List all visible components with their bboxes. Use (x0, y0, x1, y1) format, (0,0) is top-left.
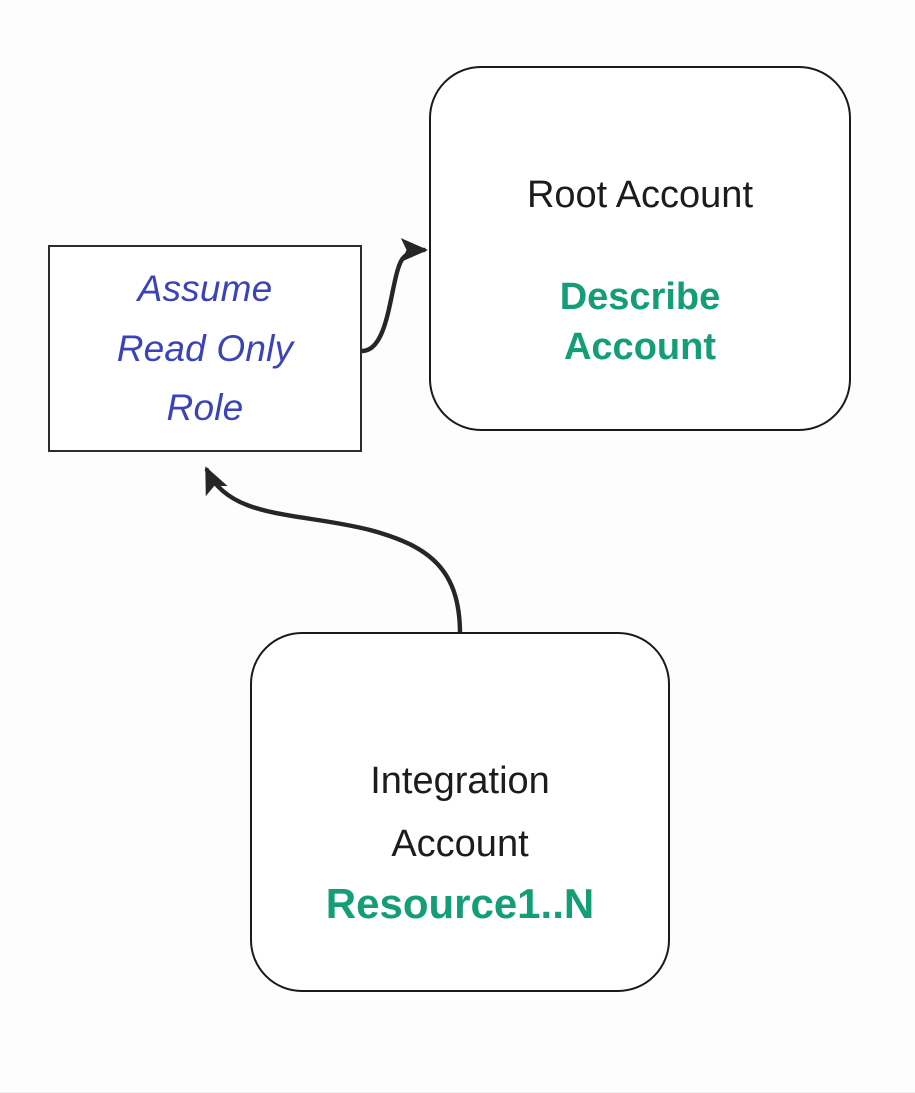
assume-role-line-2: Read Only (116, 327, 294, 369)
root-account-badge: Describe Account (560, 272, 721, 372)
integration-account-badge: Resource1..N (325, 880, 595, 928)
root-account-badge-line2: Account (563, 326, 716, 369)
node-root-account[interactable]: Root Account Describe Account (429, 66, 851, 431)
assume-role-text: Assume Read Only Role (117, 259, 294, 439)
integration-account-title-line2: Account (391, 822, 529, 865)
node-assume-read-only-role[interactable]: Assume Read Only Role (48, 245, 362, 452)
node-integration-account[interactable]: Integration Account Resource1..N (250, 632, 670, 992)
integration-account-title: Integration Account (370, 750, 550, 875)
edge-assume-role-to-root-account (359, 237, 429, 354)
assume-role-line-3: Role (166, 387, 244, 429)
assume-role-line-1: Assume (137, 267, 273, 309)
integration-account-title-line1: Integration (370, 760, 550, 803)
root-account-title: Root Account (526, 174, 754, 217)
root-account-badge-line1: Describe (559, 276, 721, 319)
edge-integration-account-to-assume-role (204, 466, 463, 637)
